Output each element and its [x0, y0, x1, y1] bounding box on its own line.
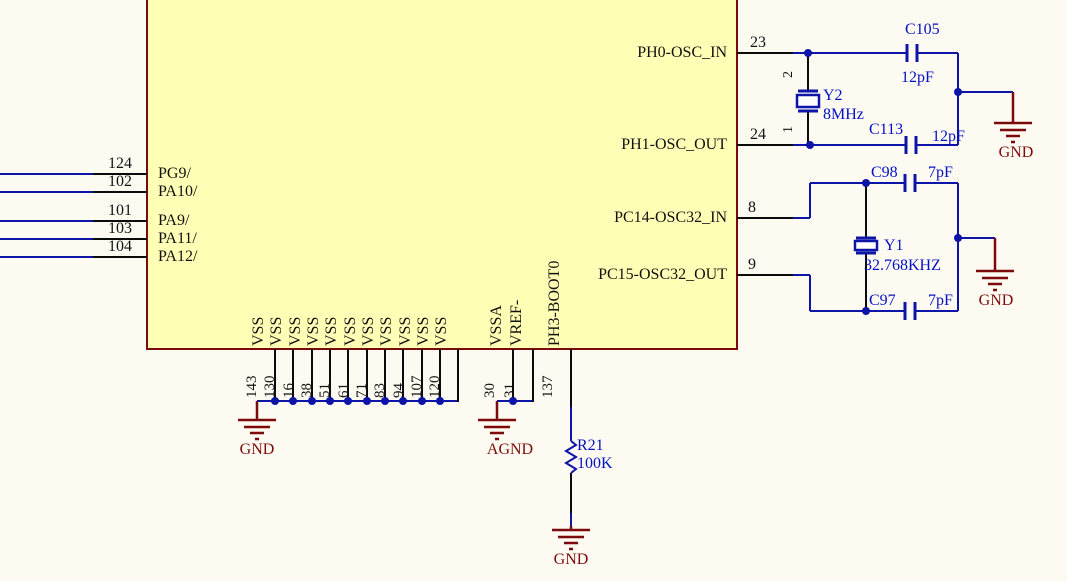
agnd-label[interactable]: AGND	[486, 441, 534, 458]
value-y2[interactable]: 8MHz	[823, 106, 864, 123]
pin-number: 38	[299, 383, 315, 398]
gnd-symbol[interactable]	[238, 401, 276, 441]
pin-name: PC15-OSC32_OUT	[598, 266, 727, 283]
value-y1[interactable]: 32.768KHZ	[864, 257, 941, 274]
pin-number: 71	[354, 383, 370, 398]
designator-y1[interactable]: Y1	[884, 237, 904, 254]
pin-name: PA10/	[158, 183, 198, 200]
junction-dots	[271, 49, 962, 405]
pin-number: 107	[409, 375, 425, 399]
pin-number: 103	[108, 220, 132, 237]
pin-stubs[interactable]	[93, 52, 867, 513]
mcu-chip-body[interactable]	[146, 0, 738, 350]
pin-name: VSS	[360, 316, 377, 346]
pin-number: 9	[748, 256, 756, 273]
pin-name: VSSA	[488, 305, 505, 346]
pin-name: PH0-OSC_IN	[637, 44, 727, 61]
pin-name: VSS	[323, 316, 340, 346]
pin-number: 1	[781, 126, 796, 133]
pin-name: VSS	[378, 316, 395, 346]
pin-name: PG9/	[158, 165, 191, 182]
value-c97[interactable]: 7pF	[928, 292, 953, 309]
value-c105[interactable]: 12pF	[901, 69, 934, 86]
pin-name: VSS	[397, 316, 414, 346]
pin-name: VSS	[287, 316, 304, 346]
designator-c113[interactable]: C113	[869, 121, 904, 138]
resistor-r21[interactable]	[564, 440, 578, 474]
gnd-label[interactable]: GND	[978, 292, 1014, 309]
pin-number: 102	[108, 173, 132, 190]
pin-name: PH1-OSC_OUT	[621, 136, 727, 153]
gnd-symbol[interactable]	[994, 92, 1032, 144]
pin-name: PH3-BOOT0	[546, 260, 563, 346]
pin-name: PA12/	[158, 248, 198, 265]
pin-number: 8	[748, 199, 756, 216]
pin-number: 16	[281, 383, 297, 398]
capacitor-plates[interactable]	[903, 44, 919, 320]
pin-name: VSS	[433, 316, 450, 346]
pin-number: 2	[781, 71, 796, 78]
designator-c97[interactable]: C97	[869, 292, 896, 309]
designator-c98[interactable]: C98	[871, 164, 898, 181]
pin-number: 101	[108, 202, 132, 219]
designator-r21[interactable]: R21	[577, 437, 604, 454]
pin-number: 130	[262, 375, 278, 399]
pin-name: VSS	[305, 316, 322, 346]
value-c98[interactable]: 7pF	[928, 164, 953, 181]
pin-name: VSS	[268, 316, 285, 346]
crystal-y1[interactable]	[853, 236, 879, 255]
gnd-symbol[interactable]	[552, 526, 590, 551]
value-r21[interactable]: 100K	[577, 455, 613, 472]
pin-name: VSS	[250, 316, 267, 346]
pin-number: 94	[391, 383, 407, 398]
pin-name: PA9/	[158, 212, 190, 229]
gnd-symbol[interactable]	[976, 238, 1014, 292]
pin-number: 30	[482, 383, 498, 398]
pin-number: 124	[108, 155, 132, 172]
value-c113[interactable]: 12pF	[932, 128, 965, 145]
pin-number: 51	[317, 383, 333, 398]
agnd-symbol[interactable]	[478, 401, 516, 441]
pin-number: 83	[372, 383, 388, 398]
gnd-label[interactable]: GND	[553, 551, 589, 568]
pin-number: 61	[336, 383, 352, 398]
designator-c105[interactable]: C105	[905, 21, 940, 38]
designator-y2[interactable]: Y2	[823, 87, 843, 104]
pin-number: 31	[502, 383, 518, 398]
pin-name: VREF-	[508, 299, 525, 346]
pin-name: VSS	[415, 316, 432, 346]
pin-number: 143	[244, 375, 260, 399]
gnd-label[interactable]: GND	[239, 441, 275, 458]
pin-name: PC14-OSC32_IN	[614, 209, 727, 226]
pin-number: 137	[540, 375, 556, 399]
crystal-y2[interactable]	[795, 89, 821, 113]
gnd-label[interactable]: GND	[998, 144, 1034, 161]
pin-name: VSS	[342, 316, 359, 346]
pin-number: 24	[750, 126, 766, 143]
pin-number: 120	[427, 375, 443, 399]
pin-number: 23	[750, 34, 766, 51]
pin-name: PA11/	[158, 230, 197, 247]
pin-number: 104	[108, 238, 132, 255]
